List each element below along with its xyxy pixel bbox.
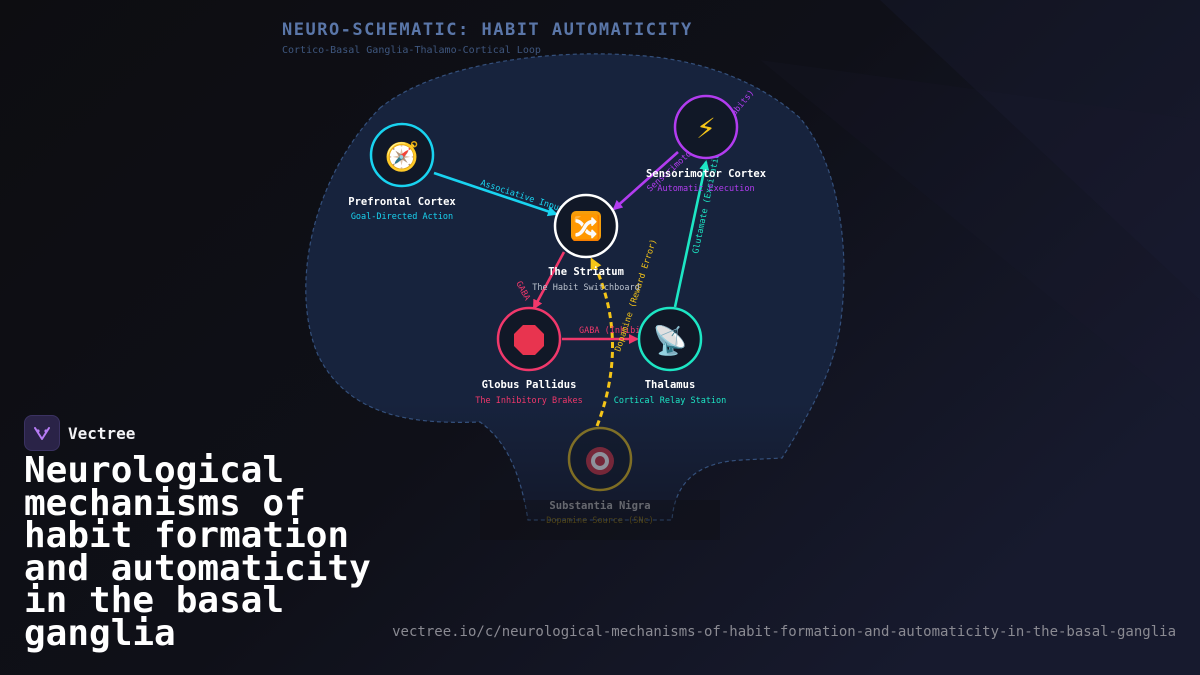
lightning-icon: ⚡ [696,112,716,145]
edge-label-gaba-inhibition: GABA (Inhibition) [579,326,666,336]
node-subtitle-pallidus: The Inhibitory Brakes [475,396,582,406]
node-striatum[interactable]: 🔀 The Striatum The Habit Switchboard [532,193,640,293]
node-thalamus[interactable]: 📡 Thalamus Cortical Relay Station [614,306,727,406]
compass-icon: 🧭 [385,140,420,173]
node-subtitle-pfc: Goal-Directed Action [351,212,453,222]
node-prefrontal-cortex[interactable]: 🧭 Prefrontal Cortex Goal-Directed Action [348,122,456,222]
edge-pfc-striatum [433,171,558,217]
page-url[interactable]: vectree.io/c/neurological-mechanisms-of-… [392,624,1176,640]
shuffle-icon-bg [571,211,601,241]
headline: Neurological mechanisms of habit formati… [24,450,371,654]
diagram-title: NEURO-SCHEMATIC: HABIT AUTOMATICITY [282,20,693,40]
node-title-nigra: Substantia Nigra [549,500,650,512]
edge-thalamus-sensorimotor [673,160,710,308]
edge-sensorimotor-striatum [612,151,679,211]
brain-silhouette [305,53,845,521]
node-globus-pallidus[interactable]: Globus Pallidus The Inhibitory Brakes [475,306,583,406]
brand-name: Vectree [68,423,136,443]
node-title-sensorimotor: Sensorimotor Cortex [646,168,767,180]
vectree-logo-icon [24,415,60,451]
node-substantia-nigra[interactable]: Substantia Nigra Dopamine Source (SNc) [546,426,654,526]
node-title-pfc: Prefrontal Cortex [348,196,456,208]
node-subtitle-sensorimotor: Automatic Execution [657,184,754,194]
stop-sign-icon [514,325,544,355]
diagram-subtitle: Cortico-Basal Ganglia-Thalamo-Cortical L… [282,45,541,56]
node-title-striatum: The Striatum [548,266,624,278]
brand[interactable]: Vectree [24,415,135,451]
shuffle-icon: 🔀 [571,214,601,242]
node-subtitle-thalamus: Cortical Relay Station [614,396,727,406]
node-title-pallidus: Globus Pallidus [482,379,577,391]
node-title-thalamus: Thalamus [645,379,696,391]
edge-striatum-pallidus [532,251,566,310]
node-subtitle-striatum: The Habit Switchboard [532,283,639,293]
node-sensorimotor-cortex[interactable]: ⚡ Sensorimotor Cortex Automatic Executio… [646,94,767,194]
node-subtitle-nigra: Dopamine Source (SNc) [546,516,653,526]
satellite-dish-icon: 📡 [653,322,688,357]
